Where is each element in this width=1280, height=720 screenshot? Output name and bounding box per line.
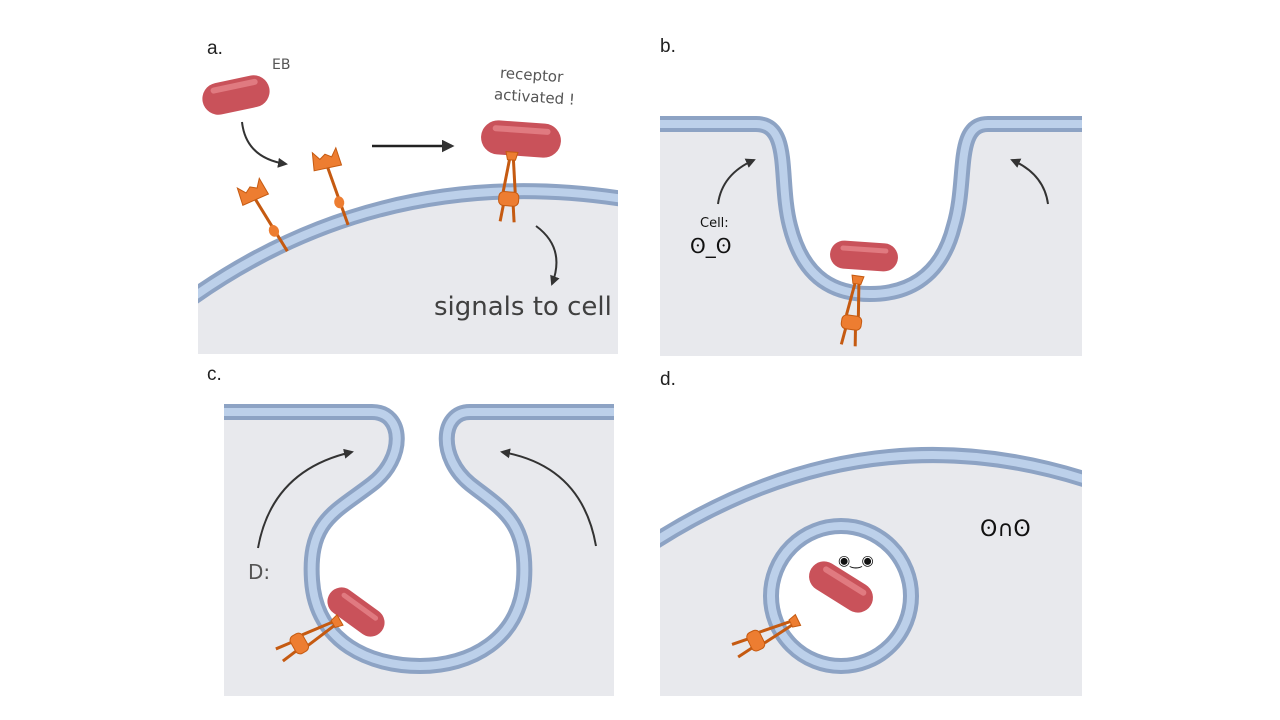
panel-d bbox=[660, 447, 1082, 696]
bacterium bbox=[202, 75, 270, 115]
signals-to-cell-label: signals to cell bbox=[434, 292, 612, 322]
eb-face-happy: ◉‿◉ bbox=[838, 553, 874, 569]
panel-c-label: c. bbox=[207, 364, 222, 385]
bacterium bbox=[481, 120, 561, 158]
bacterium bbox=[830, 240, 898, 272]
signal-arrow bbox=[535, 225, 560, 286]
cell-face-shocked: ʘ_ʘ bbox=[690, 234, 732, 258]
membrane-movement-arrow bbox=[257, 448, 354, 549]
eb-label: EB bbox=[272, 57, 291, 73]
panel-d-label: d. bbox=[660, 369, 676, 390]
cell-label: Cell: bbox=[700, 216, 729, 231]
approach-arrow bbox=[241, 121, 288, 168]
panel-a bbox=[198, 75, 618, 354]
cell-cytoplasm bbox=[224, 412, 614, 696]
panel-c bbox=[224, 404, 614, 696]
panel-a-label: a. bbox=[207, 38, 223, 59]
membrane-movement-arrow bbox=[1010, 158, 1049, 205]
panel-b bbox=[660, 116, 1082, 356]
cell-cytoplasm bbox=[198, 191, 618, 354]
cell-cytoplasm bbox=[660, 124, 1082, 356]
bacterium bbox=[327, 587, 385, 637]
membrane-movement-arrow bbox=[717, 158, 756, 205]
bacterium bbox=[809, 561, 873, 613]
membrane-movement-arrow bbox=[500, 448, 597, 547]
cell-face-sad: ʘ∩ʘ bbox=[980, 517, 1031, 542]
d-face-label: D: bbox=[248, 560, 271, 584]
panel-b-label: b. bbox=[660, 36, 676, 57]
